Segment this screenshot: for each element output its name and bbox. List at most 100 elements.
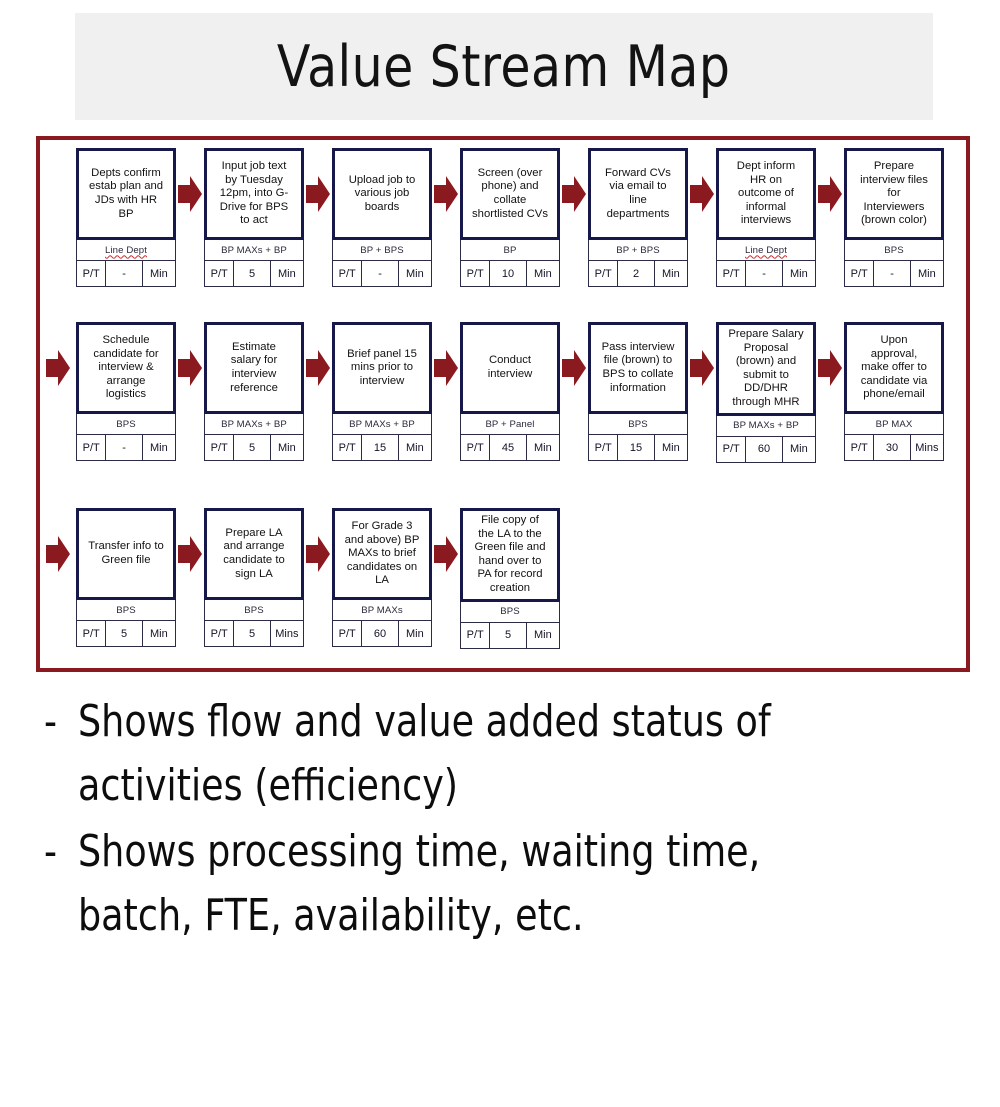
process-step-title: Depts confirm estab plan and JDs with HR… [88, 166, 164, 220]
process-step[interactable]: Input job text by Tuesday 12pm, into G- … [204, 148, 304, 287]
process-step-pt-value: - [874, 261, 911, 286]
flow-arrow-icon-lead [40, 508, 76, 600]
process-step-title: Schedule candidate for interview & arran… [93, 334, 159, 401]
process-step-pt-value: 5 [234, 435, 271, 460]
process-step-role: Line Dept [716, 240, 816, 261]
process-step-pt-value: 15 [618, 435, 655, 460]
process-flow-rows: Depts confirm estab plan and JDs with HR… [40, 140, 966, 668]
process-step-role-label: BP MAXs + BP [221, 244, 287, 256]
process-step-pt-value: 60 [746, 436, 783, 462]
flow-arrow-icon [304, 148, 332, 240]
process-step-title: Prepare interview files for Interviewers… [860, 160, 928, 227]
process-step-pt-label: P/T [205, 435, 235, 460]
process-step-pt-unit: Min [149, 627, 168, 640]
process-step-pt-value: - [362, 261, 399, 286]
process-step-pt-unit: Min [789, 443, 808, 456]
process-step-pt-label: P/T [333, 621, 363, 646]
process-step-box: Estimate salary for interview reference [204, 322, 304, 414]
process-step[interactable]: Screen (over phone) and collate shortlis… [460, 148, 560, 287]
process-step-pt-label: P/T [845, 435, 875, 460]
process-step-box: Conduct interview [460, 322, 560, 414]
process-step-role: BPS [460, 601, 560, 623]
process-step[interactable]: Prepare interview files for Interviewers… [844, 148, 944, 287]
process-step-pt-unit: Min [533, 441, 552, 454]
process-step-pt-label: P/T [205, 621, 235, 646]
process-step[interactable]: File copy of the LA to the Green file an… [460, 508, 560, 649]
process-step-pt-label: P/T [845, 261, 875, 286]
process-step-pt-unit: Min [149, 441, 168, 454]
flow-arrow-icon [560, 148, 588, 240]
flow-arrow-icon-lead [40, 322, 76, 414]
process-step[interactable]: Depts confirm estab plan and JDs with HR… [76, 148, 176, 287]
process-step-pt-unit: Min [405, 627, 424, 640]
process-step-pt-unit: Min [277, 441, 296, 454]
process-step-role-label: BPS [116, 418, 136, 430]
process-step-pt-unit: Min [789, 267, 808, 280]
flow-arrow-icon [176, 508, 204, 600]
bullet-text: Shows flow and value added status of act… [78, 696, 771, 811]
process-step-role: BPS [76, 600, 176, 621]
process-step-pt-label: P/T [77, 435, 107, 460]
process-step-pt-value: 10 [490, 261, 527, 286]
process-step[interactable]: Dept inform HR on outcome of informal in… [716, 148, 816, 287]
title-band: Value Stream Map [75, 13, 933, 120]
process-step-role-label: BP MAXs + BP [733, 420, 799, 432]
process-step[interactable]: Forward CVs via email to line department… [588, 148, 688, 287]
process-step-pt-label: P/T [461, 261, 491, 286]
process-step-title: Pass interview file (brown) to BPS to co… [601, 340, 675, 394]
process-step-pt-label: P/T [77, 261, 107, 286]
process-step-box: Depts confirm estab plan and JDs with HR… [76, 148, 176, 240]
process-step-box: Input job text by Tuesday 12pm, into G- … [204, 148, 304, 240]
bullet-dash: - [44, 696, 58, 747]
process-step-role-label: BP + Panel [485, 418, 535, 430]
flow-arrow-icon [176, 148, 204, 240]
process-step[interactable]: Prepare Salary Proposal (brown) and subm… [716, 322, 816, 463]
process-step-pt-value: 5 [490, 622, 527, 648]
process-step-pt-label: P/T [333, 261, 363, 286]
flow-arrow-icon [304, 508, 332, 600]
process-step-role-label: BPS [884, 244, 904, 256]
process-step[interactable]: For Grade 3 and above) BP MAXs to brief … [332, 508, 432, 647]
process-step-title: Brief panel 15 mins prior to interview [347, 347, 417, 387]
bullet-list: -Shows flow and value added status of ac… [44, 690, 974, 950]
flow-arrow-icon [560, 322, 588, 414]
process-step-role-label: BP MAXs + BP [221, 418, 287, 430]
process-step-role-label: BPS [628, 418, 648, 430]
bullet-dash: - [44, 826, 58, 877]
process-step-pt-label: P/T [589, 261, 619, 286]
process-step-title: Screen (over phone) and collate shortlis… [472, 166, 548, 220]
process-step-title: Upload job to various job boards [348, 173, 416, 213]
process-step-box: Brief panel 15 mins prior to interview [332, 322, 432, 414]
process-step-pt-unit: Mins [915, 441, 939, 454]
process-step-role-label: BP + BPS [616, 244, 660, 256]
process-step[interactable]: Schedule candidate for interview & arran… [76, 322, 176, 461]
process-step[interactable]: Prepare LA and arrange candidate to sign… [204, 508, 304, 647]
process-step[interactable]: Upon approval, make offer to candidate v… [844, 322, 944, 461]
process-step-role: BP + Panel [460, 414, 560, 435]
process-step[interactable]: Pass interview file (brown) to BPS to co… [588, 322, 688, 461]
process-step-pt-unit: Min [405, 441, 424, 454]
process-step-role: BP MAXs [332, 600, 432, 621]
process-step-pt-value: 30 [874, 435, 911, 460]
process-step-pt-value: - [106, 435, 143, 460]
process-step-pt-label: P/T [717, 261, 747, 286]
process-step-title: Input job text by Tuesday 12pm, into G- … [219, 160, 289, 227]
process-step-title: Conduct interview [487, 354, 533, 380]
process-step-pt-value: - [106, 261, 143, 286]
process-step-pt-value: 5 [234, 621, 271, 646]
process-step-pt-unit: Min [533, 629, 552, 642]
process-step-title: Prepare LA and arrange candidate to sign… [223, 526, 285, 580]
process-step-pt-value: 60 [362, 621, 399, 646]
process-step-role: BP MAXs + BP [204, 414, 304, 435]
